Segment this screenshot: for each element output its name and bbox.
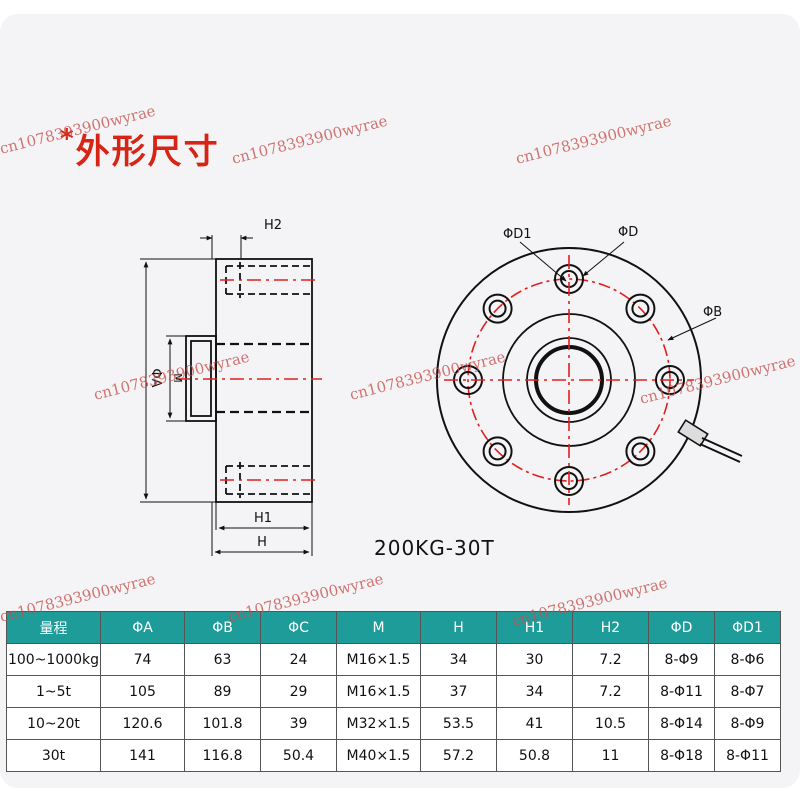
- table-cell: M32×1.5: [336, 707, 421, 740]
- table-cell: 34: [496, 675, 573, 708]
- cable-gland: [677, 419, 743, 463]
- table-cell: 50.8: [496, 739, 573, 772]
- bolt-hole-inner: [631, 442, 650, 461]
- table-cell: 30t: [6, 739, 101, 772]
- section-title: *外形尺寸: [60, 124, 220, 173]
- bolt-hole-inner: [488, 442, 507, 461]
- table-cell: 74: [100, 643, 185, 676]
- label-h: H: [257, 535, 267, 550]
- bolt-hole: [625, 436, 656, 467]
- table-cell: 116.8: [184, 739, 261, 772]
- table-cell: 101.8: [184, 707, 261, 740]
- table-cell: 34: [420, 643, 497, 676]
- col-header-h: H: [420, 611, 497, 644]
- table-cell: 11: [572, 739, 649, 772]
- col-header-phi-d: ΦD: [648, 611, 715, 644]
- front-centerlines: [444, 255, 694, 505]
- label-m: M: [171, 373, 184, 383]
- label-d: ΦD: [618, 225, 638, 240]
- label-d1: ΦD1: [503, 227, 532, 242]
- label-phi-a: ΦA: [148, 368, 163, 387]
- front-view-labels: ΦD1 ΦD ΦB: [503, 225, 722, 320]
- table-row: 1~5t 105 89 29 M16×1.5 37 34 7.2 8-Φ11 8…: [6, 675, 781, 708]
- side-view: [140, 235, 322, 556]
- table-cell: 89: [184, 675, 261, 708]
- title-star: *: [60, 124, 76, 154]
- table-cell: 30: [496, 643, 573, 676]
- table-row: 100~1000kg 74 63 24 M16×1.5 34 30 7.2 8-…: [6, 643, 781, 676]
- col-header-phi-b: ΦB: [184, 611, 261, 644]
- side-centerlines: [176, 279, 322, 481]
- bolt-hole-inner: [631, 299, 650, 318]
- table-cell: 100~1000kg: [6, 643, 101, 676]
- table-cell: 41: [496, 707, 573, 740]
- title-text: 外形尺寸: [75, 132, 220, 172]
- spec-table: 量程 ΦA ΦB ΦC M H H1 H2 ΦD ΦD1 100~1000kg …: [6, 611, 781, 772]
- col-header-range: 量程: [6, 611, 101, 644]
- table-cell: 24: [260, 643, 337, 676]
- table-cell: 10~20t: [6, 707, 101, 740]
- table-cell: M16×1.5: [336, 643, 421, 676]
- col-header-m: M: [336, 611, 421, 644]
- table-cell: 8-Φ9: [714, 707, 781, 740]
- bolt-hole: [554, 466, 584, 496]
- side-bore-hidden: [216, 342, 312, 414]
- table-cell: 8-Φ11: [648, 675, 715, 708]
- table-cell: 105: [100, 675, 185, 708]
- table-cell: 50.4: [260, 739, 337, 772]
- table-cell: 1~5t: [6, 675, 101, 708]
- bolt-holes: [453, 264, 685, 496]
- front-view: [436, 241, 743, 513]
- table-row: 10~20t 120.6 101.8 39 M32×1.5 53.5 41 10…: [6, 707, 781, 740]
- table-cell: 37: [420, 675, 497, 708]
- table-cell: 8-Φ6: [714, 643, 781, 676]
- table-header-row: 量程 ΦA ΦB ΦC M H H1 H2 ΦD ΦD1: [6, 611, 781, 644]
- table-cell: M40×1.5: [336, 739, 421, 772]
- table-row: 30t 141 116.8 50.4 M40×1.5 57.2 50.8 11 …: [6, 739, 781, 772]
- bolt-hole: [655, 365, 685, 395]
- bolt-hole: [482, 436, 513, 467]
- col-header-phi-c: ΦC: [260, 611, 337, 644]
- table-cell: 141: [100, 739, 185, 772]
- label-h2: H2: [264, 218, 282, 233]
- col-header-phi-d1: ΦD1: [714, 611, 781, 644]
- table-cell: 7.2: [572, 675, 649, 708]
- table-cell: 29: [260, 675, 337, 708]
- col-header-phi-a: ΦA: [100, 611, 185, 644]
- table-cell: 53.5: [420, 707, 497, 740]
- table-cell: 10.5: [572, 707, 649, 740]
- table-cell: 57.2: [420, 739, 497, 772]
- side-dimension-lines: [143, 235, 310, 555]
- table-cell: 39: [260, 707, 337, 740]
- side-view-labels: H2 ΦA M H1 H: [148, 218, 282, 550]
- label-h1: H1: [254, 511, 272, 526]
- table-cell: 8-Φ9: [648, 643, 715, 676]
- table-cell: 120.6: [100, 707, 185, 740]
- table-cell: 63: [184, 643, 261, 676]
- outer-flange-circle: [436, 247, 702, 513]
- table-cell: M16×1.5: [336, 675, 421, 708]
- table-cell: 8-Φ11: [714, 739, 781, 772]
- table-cell: 7.2: [572, 643, 649, 676]
- table-cell: 8-Φ7: [714, 675, 781, 708]
- label-b: ΦB: [703, 305, 722, 320]
- bolt-hole: [482, 293, 513, 324]
- table-cell: 8-Φ18: [648, 739, 715, 772]
- bolt-hole: [625, 293, 656, 324]
- model-range-label: 200KG-30T: [374, 536, 495, 560]
- table-cell: 8-Φ14: [648, 707, 715, 740]
- col-header-h2: H2: [572, 611, 649, 644]
- front-leader-lines: [519, 241, 717, 341]
- bolt-hole-inner: [488, 299, 507, 318]
